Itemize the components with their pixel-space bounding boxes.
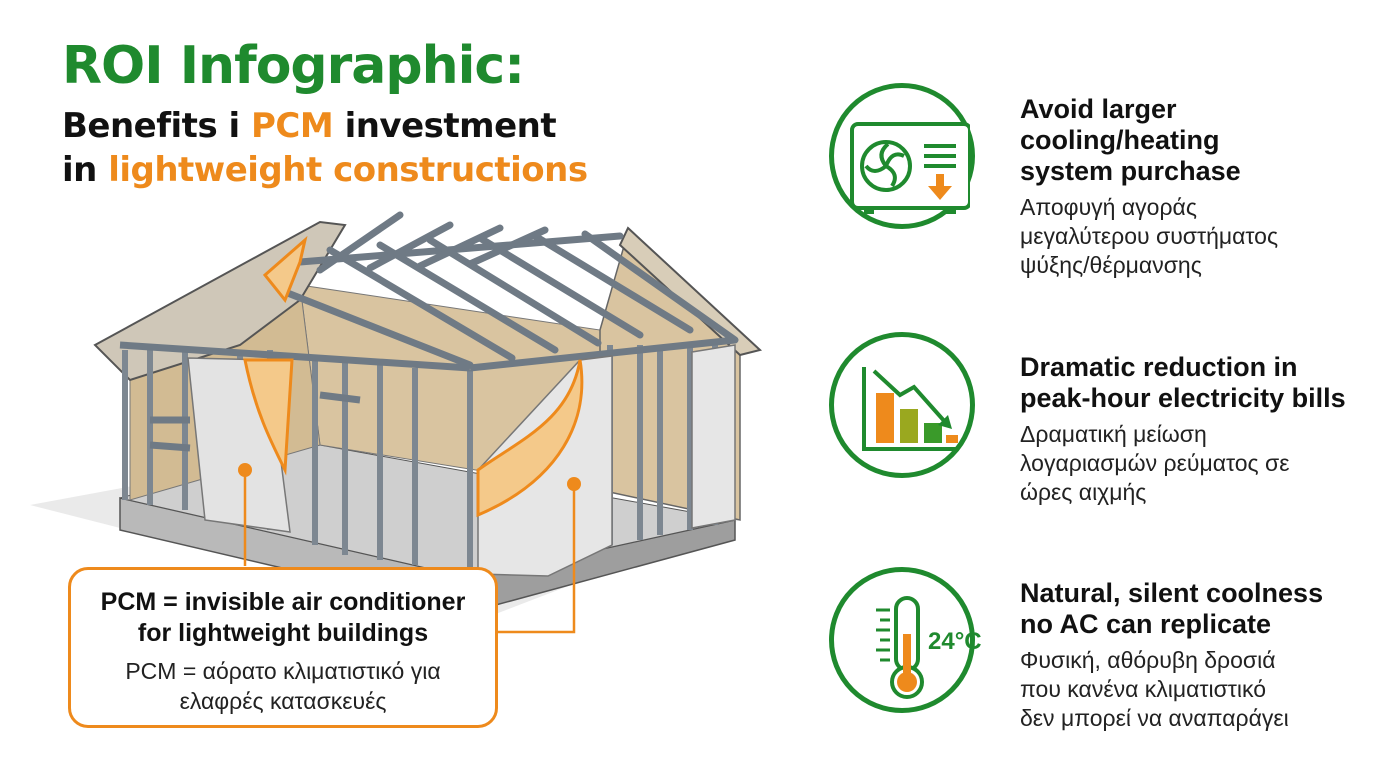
pcm-callout-box: PCM = invisible air conditioner for ligh… [68, 567, 498, 728]
benefit-greek-line: μεγαλύτερου συστήματος [1020, 223, 1279, 249]
benefit-greek-line: που κανένα κλιματιστικό [1020, 676, 1267, 702]
benefit-greek-line: λογαριασμών ρεύματος σε [1020, 450, 1290, 476]
benefit-avoid-larger-system: Avoid larger cooling/heating system purc… [1020, 94, 1360, 280]
pcm-layer-peel-right [476, 359, 584, 518]
subtitle-text: investment [333, 106, 557, 146]
benefit-reduce-peak-bills: Dramatic reduction in peak-hour electric… [1020, 352, 1360, 507]
subtitle-text: in [62, 150, 109, 190]
benefit-title: Natural, silent coolness no AC can repli… [1020, 578, 1360, 640]
benefit-natural-coolness: Natural, silent coolness no AC can repli… [1020, 578, 1360, 733]
benefit-title-line: Natural, silent coolness [1020, 578, 1324, 608]
benefit-greek: Αποφυγή αγοράς μεγαλύτερου συστήματος ψύ… [1020, 193, 1360, 280]
subtitle-highlight-pcm: PCM [251, 106, 334, 146]
benefit-greek-line: δεν μπορεί να αναπαράγει [1020, 705, 1289, 731]
house-frame-illustration [30, 211, 763, 634]
benefit-greek-line: ψύξης/θέρμανσης [1020, 252, 1202, 278]
benefit-greek-line: ώρες αιχμής [1020, 479, 1147, 505]
benefit-title-line: peak-hour electricity bills [1020, 383, 1346, 413]
benefit-title-line: no AC can replicate [1020, 609, 1272, 639]
callout-en-line: for lightweight buildings [137, 619, 429, 647]
subtitle-highlight-lightweight: lightweight constructions [108, 150, 588, 190]
roof-sheathing-right [618, 226, 763, 357]
subtitle-line-2: in lightweight constructions [62, 148, 588, 192]
callout-leader-right [498, 484, 576, 634]
benefit-title: Avoid larger cooling/heating system purc… [1020, 94, 1360, 187]
benefit-title: Dramatic reduction in peak-hour electric… [1020, 352, 1360, 414]
benefit-greek-line: Δραματική μείωση [1020, 421, 1207, 447]
temperature-label: 24°C [928, 628, 982, 655]
benefit-greek: Φυσική, αθόρυβη δροσιά που κανένα κλιματ… [1020, 646, 1360, 733]
benefit-title-line: system purchase [1020, 156, 1241, 186]
wall-plates [119, 336, 736, 452]
pcm-layer-peel-left [243, 358, 294, 476]
callout-english: PCM = invisible air conditioner for ligh… [71, 587, 495, 649]
declining-bar-chart-icon [829, 332, 975, 478]
ac-unit-down-arrow-icon [829, 83, 975, 229]
callout-el-line: PCM = αόρατο κλιματιστικό για [125, 658, 441, 684]
roof-rafters [276, 211, 739, 369]
benefit-title-line: cooling/heating [1020, 125, 1220, 155]
subtitle-text: Benefits i [62, 106, 252, 146]
pcm-layer-roof [262, 235, 308, 303]
subtitle-line-1: Benefits i PCM investment [62, 104, 588, 148]
benefit-greek-line: Αποφυγή αγοράς [1020, 194, 1197, 220]
benefit-title-line: Dramatic reduction in [1020, 352, 1298, 382]
thermometer-icon: 24°C [829, 567, 982, 713]
page-subtitle: Benefits i PCM investment in lightweight… [62, 104, 588, 192]
benefit-greek-line: Φυσική, αθόρυβη δροσιά [1020, 647, 1276, 673]
callout-el-line: ελαφρές κατασκευές [179, 688, 387, 714]
callout-en-line: PCM = invisible air conditioner [100, 588, 466, 616]
callout-greek: PCM = αόρατο κλιματιστικό για ελαφρές κα… [71, 656, 495, 716]
drywall-panel-far-right [691, 344, 736, 529]
benefit-greek: Δραματική μείωση λογαριασμών ρεύματος σε… [1020, 420, 1360, 507]
page-title: ROI Infographic: [62, 36, 525, 96]
benefit-title-line: Avoid larger [1020, 94, 1177, 124]
